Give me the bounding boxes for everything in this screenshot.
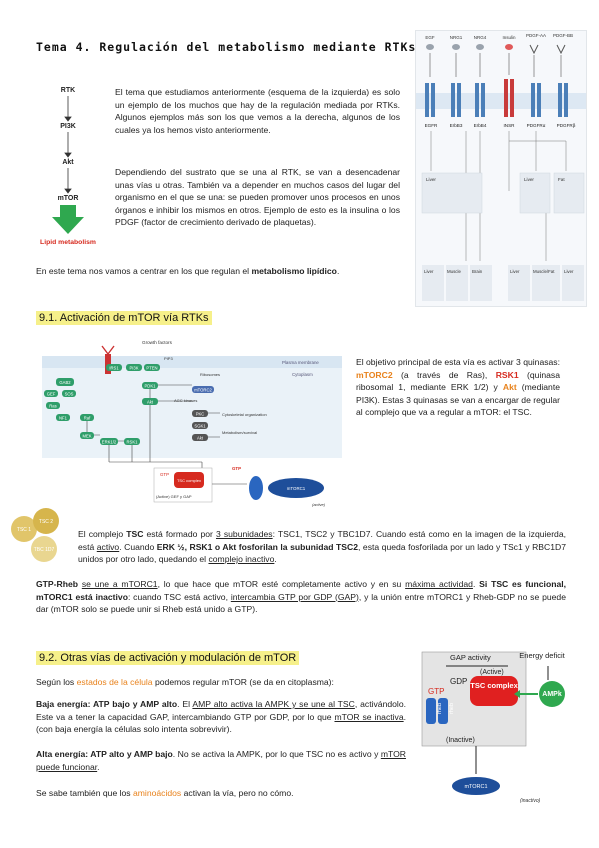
low-energy-paragraph: Baja energía: ATP bajo y AMP alto. El AM… (36, 699, 407, 735)
svg-text:EGFR: EGFR (425, 123, 438, 128)
rtk-pathway-diagram: RTK PI3K Akt mTOR Lipid metabolism (28, 84, 108, 254)
svg-text:Cytoplasm: Cytoplasm (292, 372, 313, 377)
svg-text:(inactivo): (inactivo) (520, 798, 541, 804)
svg-text:Liver: Liver (510, 269, 520, 274)
pathway-mtor: mTOR (58, 195, 79, 202)
high-energy-paragraph: Alta energía: ATP alto y AMP bajo. No se… (36, 749, 406, 772)
rtk-examples-figure: EGF NRG1 NRG4 Insulin PDGF-AA PDGF-BB (415, 30, 587, 307)
mtor-activation-figure: Growth factors Plasma membrane Cytoplasm… (42, 338, 342, 510)
section-heading-9-2: 9.2. Otras vías de activación y modulaci… (36, 651, 406, 665)
svg-text:GAP activity: GAP activity (450, 653, 491, 662)
pathway-outcome: Lipid metabolism (40, 239, 96, 246)
svg-text:GTP: GTP (232, 466, 241, 471)
tsc-paragraph: El complejo TSC está formado por 3 subun… (78, 529, 567, 565)
svg-text:NRG1: NRG1 (450, 35, 463, 40)
svg-text:Liver: Liver (426, 177, 436, 182)
svg-text:MEK: MEK (82, 434, 91, 439)
svg-text:PDGFRα: PDGFRα (527, 123, 546, 128)
svg-text:GAB2: GAB2 (59, 380, 71, 385)
svg-text:ErbB3: ErbB3 (450, 123, 463, 128)
svg-text:Liver: Liver (524, 177, 534, 182)
svg-text:Muscle: Muscle (447, 269, 461, 274)
svg-text:Akt: Akt (197, 436, 204, 441)
svg-text:TSC complex: TSC complex (177, 478, 201, 483)
svg-text:TBC 1D7: TBC 1D7 (34, 547, 55, 553)
amino-acids-paragraph: Se sabe también que los aminoácidos acti… (36, 788, 294, 798)
svg-text:(Inactive): (Inactive) (446, 737, 475, 744)
svg-text:rheb: rheb (437, 703, 443, 714)
svg-text:PIP3: PIP3 (164, 356, 173, 361)
svg-text:mTORC1: mTORC1 (464, 784, 487, 790)
svg-text:TSC complex: TSC complex (470, 681, 518, 690)
intro-paragraph-2: Dependiendo del sustrato que se una al R… (115, 167, 400, 228)
svg-text:IRS1: IRS1 (109, 366, 119, 371)
svg-text:Liver: Liver (424, 269, 434, 274)
section-heading-9-1: 9.1. Activación de mTOR vía RTKs (36, 311, 406, 325)
svg-text:NF1: NF1 (59, 416, 68, 421)
svg-text:AMPk: AMPk (542, 691, 562, 698)
svg-text:Growth factors: Growth factors (142, 340, 173, 345)
svg-text:PDGFRβ: PDGFRβ (557, 123, 576, 128)
svg-text:INSR: INSR (504, 123, 516, 128)
svg-text:GTP: GTP (160, 472, 169, 477)
svg-text:GDP: GDP (450, 677, 467, 686)
pathway-pi3k: PI3K (60, 123, 76, 130)
svg-text:EGF: EGF (425, 35, 435, 40)
svg-text:ErbB4: ErbB4 (474, 123, 487, 128)
svg-text:Energy deficit: Energy deficit (519, 651, 565, 660)
svg-text:TSC 2: TSC 2 (39, 519, 53, 525)
page-title: Tema 4. Regulación del metabolismo media… (36, 40, 417, 54)
svg-text:NRG4: NRG4 (474, 35, 487, 40)
svg-text:Ribosomes: Ribosomes (200, 372, 220, 377)
svg-text:RSK1: RSK1 (127, 440, 139, 445)
svg-text:(Active) GEF y GAP: (Active) GEF y GAP (156, 494, 192, 499)
svg-text:AGC kinases: AGC kinases (174, 398, 197, 403)
down-arrow-icon (52, 205, 84, 234)
svg-text:mTORC1: mTORC1 (287, 486, 306, 491)
ampk-regulation-figure: GAP activity GTP GDP (Active) TSC comple… (416, 646, 586, 806)
svg-text:Akt: Akt (147, 400, 154, 405)
svg-text:TSC 1: TSC 1 (17, 527, 31, 533)
svg-text:Muscle/Fat: Muscle/Fat (533, 269, 555, 274)
svg-text:Liver: Liver (564, 269, 574, 274)
svg-text:PI3K: PI3K (129, 366, 138, 371)
svg-text:GTP: GTP (428, 687, 444, 696)
svg-text:PDGF-BB: PDGF-BB (553, 33, 573, 38)
gtp-rheb-paragraph: GTP-Rheb se une a mTORC1, lo que hace qu… (36, 579, 566, 615)
intro-paragraph-3: En este tema nos vamos a centrar en los … (36, 266, 340, 276)
svg-text:Metabolism/survival: Metabolism/survival (222, 430, 257, 435)
pathway-rtk: RTK (61, 87, 75, 94)
svg-text:Ras: Ras (49, 404, 56, 409)
tsc-subunits-badges: TSC 1 TSC 2 TBC 1D7 (6, 505, 76, 567)
svg-text:(active): (active) (312, 502, 326, 507)
svg-text:(Active): (Active) (480, 669, 504, 676)
svg-text:PTEN: PTEN (146, 366, 157, 371)
svg-text:PKC: PKC (196, 412, 205, 417)
section1-paragraph: El objetivo principal de esta vía es act… (356, 357, 561, 418)
svg-text:GEF: GEF (47, 392, 56, 397)
svg-text:Insulin: Insulin (502, 35, 516, 40)
svg-text:PDK1: PDK1 (145, 384, 157, 389)
svg-text:Plasma membrane: Plasma membrane (282, 360, 319, 365)
intro-paragraph-1: El tema que estudiamos anteriormente (es… (115, 87, 400, 135)
section2-intro: Según los estados de la célula podemos r… (36, 677, 334, 687)
pathway-akt: Akt (62, 159, 74, 166)
svg-text:mTORC2: mTORC2 (194, 388, 212, 393)
svg-text:PDGF-AA: PDGF-AA (526, 33, 546, 38)
svg-text:Raf: Raf (84, 416, 91, 421)
svg-text:SGK1: SGK1 (194, 424, 206, 429)
svg-text:Brain: Brain (472, 269, 483, 274)
svg-text:rheb: rheb (449, 703, 455, 714)
svg-text:Fat: Fat (558, 177, 565, 182)
svg-text:SOS: SOS (65, 392, 74, 397)
svg-text:ERK1/2: ERK1/2 (102, 440, 117, 445)
svg-text:Cytoskeletal organization: Cytoskeletal organization (222, 412, 267, 417)
